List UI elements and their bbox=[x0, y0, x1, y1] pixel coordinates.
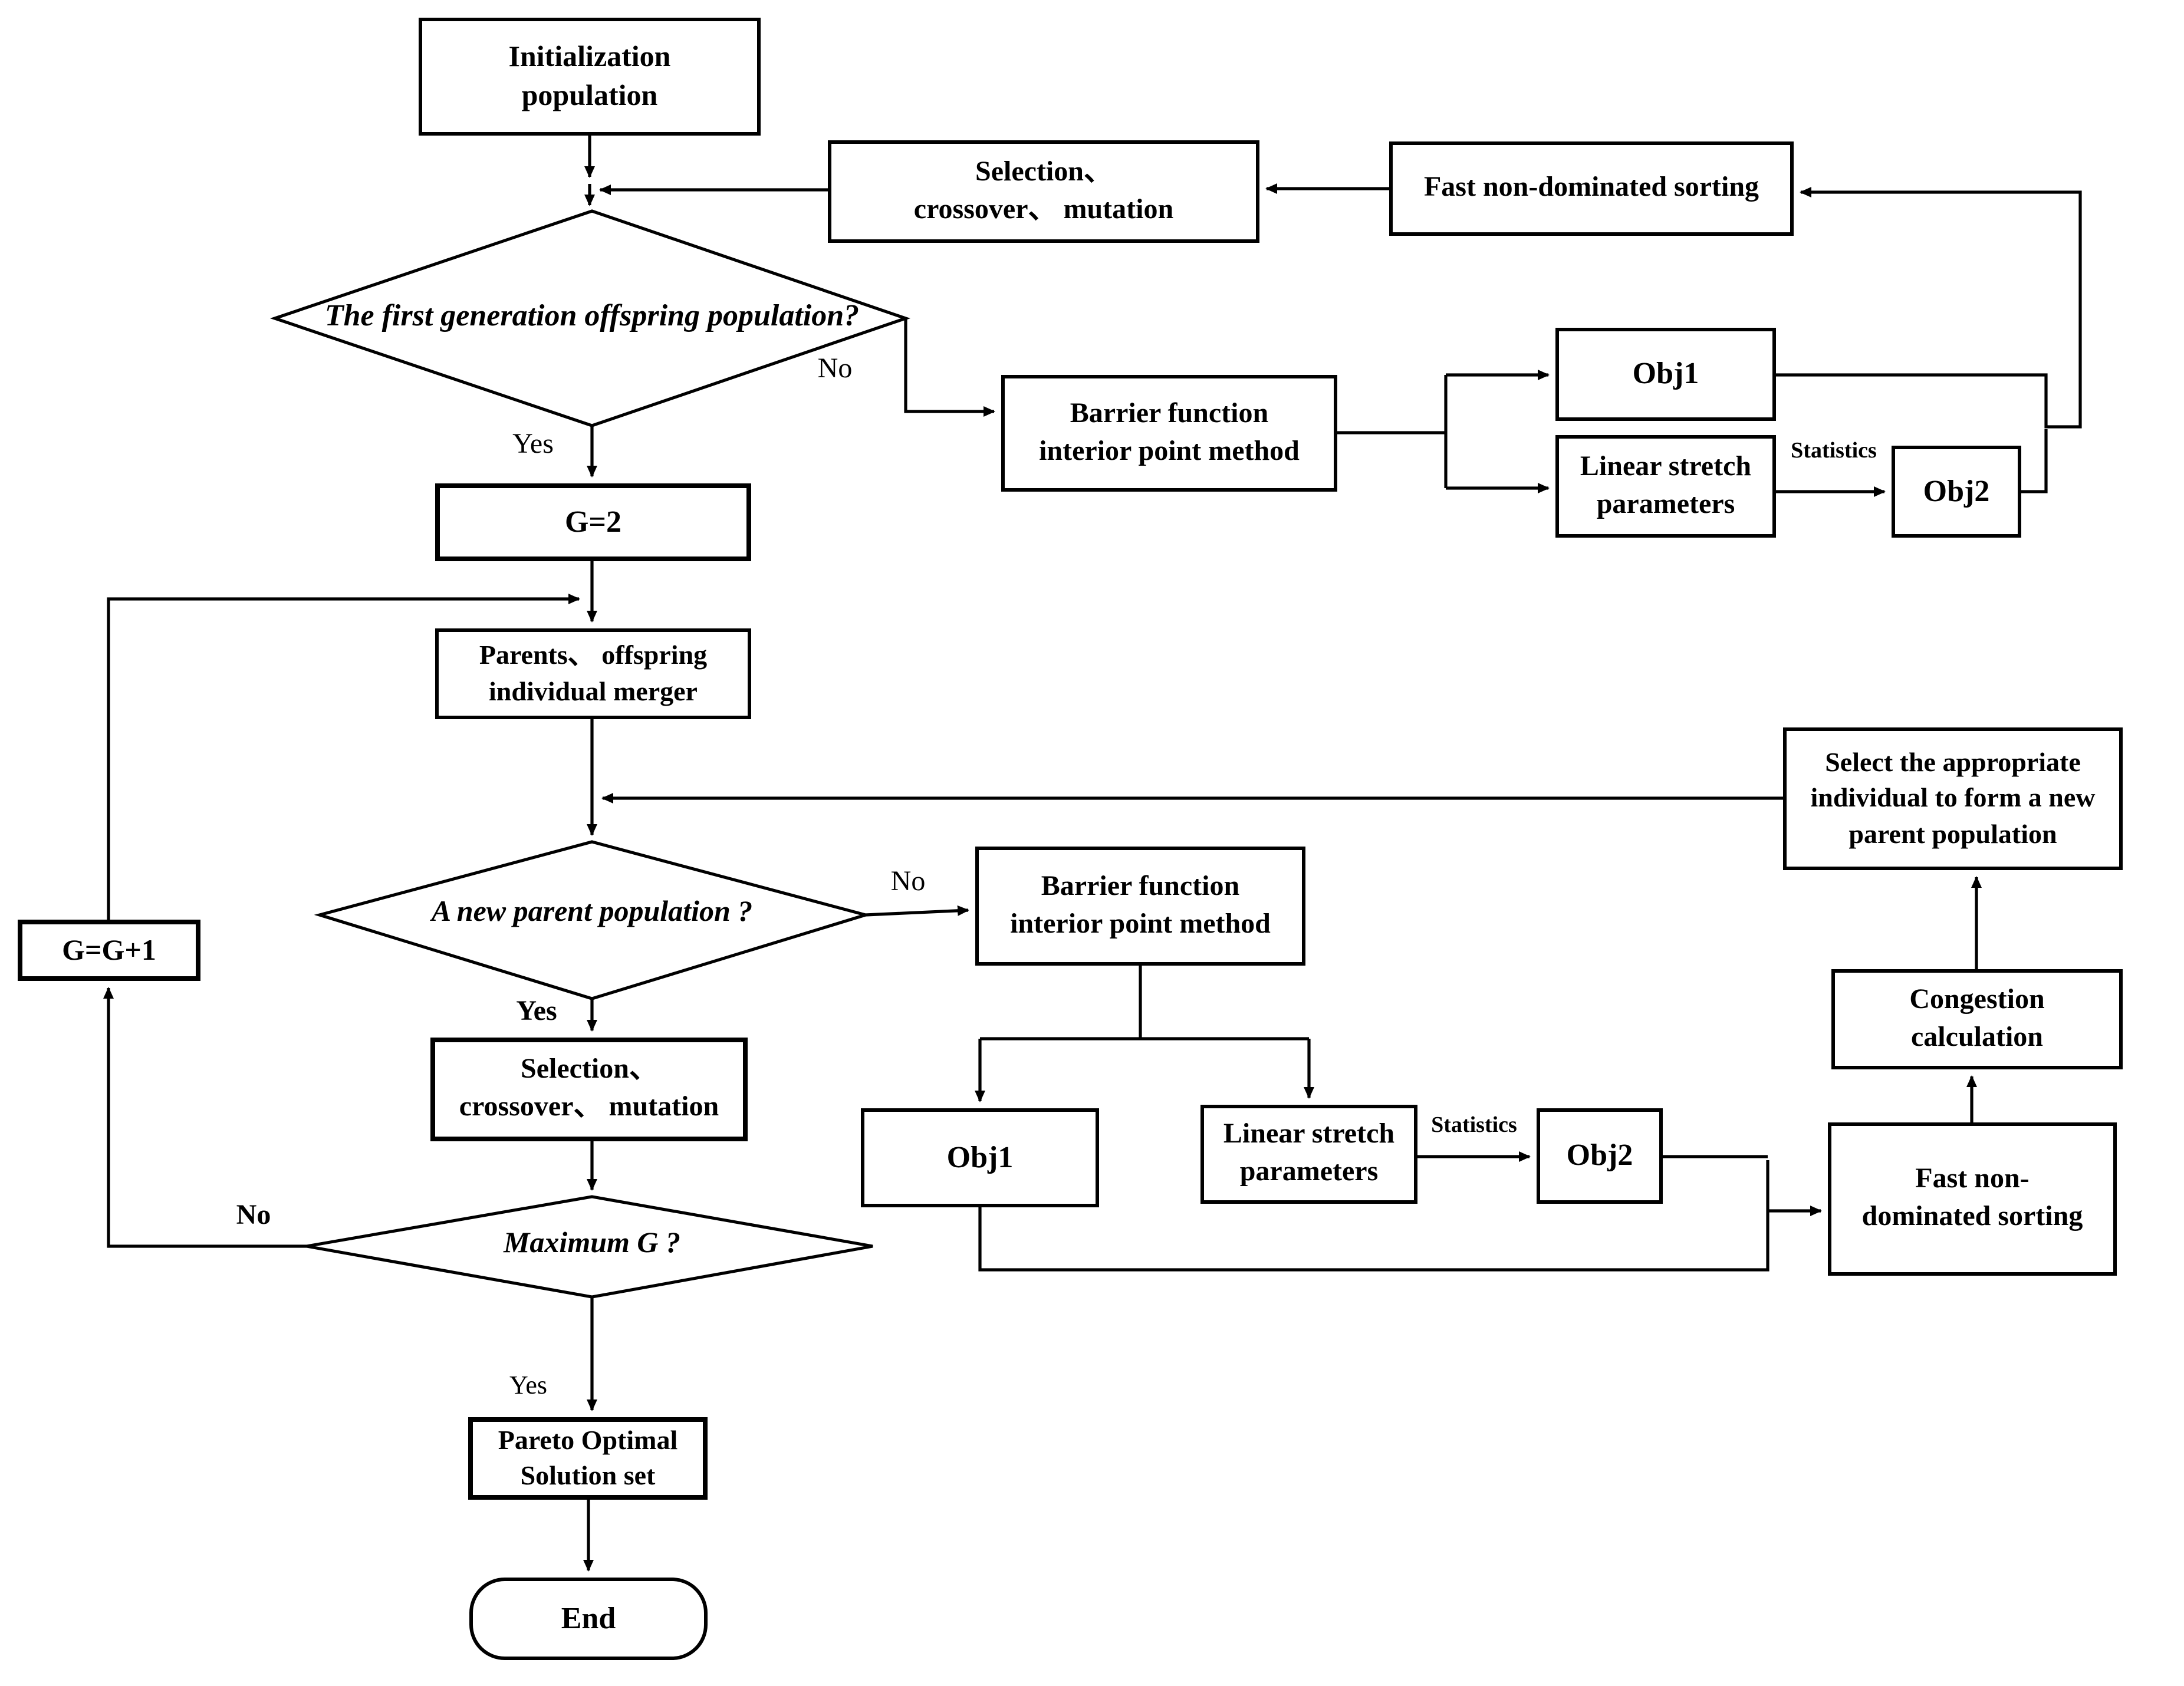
node-parents-offspring-merger: Parents、 offspring individual merger bbox=[435, 628, 751, 719]
decision-new-parent-label: A new parent population ? bbox=[431, 896, 753, 928]
decision-maximum-g-label: Maximum G ? bbox=[503, 1227, 681, 1259]
edge-label-yes-1: Yes bbox=[512, 429, 554, 460]
edge-label-yes-2: Yes bbox=[516, 996, 557, 1027]
node-g-equals-g-plus-1: G=G+1 bbox=[18, 920, 200, 981]
node-initialization-population: Initialization population bbox=[419, 18, 761, 136]
node-obj1-bottom: Obj1 bbox=[861, 1108, 1099, 1207]
node-congestion-calculation: Congestion calculation bbox=[1831, 969, 2123, 1069]
edge-label-statistics-2: Statistics bbox=[1431, 1113, 1517, 1138]
node-barrier-function-1: Barrier function interior point method bbox=[1001, 375, 1337, 492]
edge-d1-no-to-barrier1 bbox=[904, 318, 995, 417]
node-selection-crossover-mutation-top: Selection、 crossover、 mutation bbox=[828, 140, 1259, 243]
node-end-terminator: End bbox=[469, 1578, 708, 1660]
edge-label-yes-3: Yes bbox=[509, 1370, 547, 1399]
node-select-appropriate-individual: Select the appropriate individual to for… bbox=[1783, 727, 2123, 870]
node-fast-non-dominated-sorting-bottom: Fast non- dominated sorting bbox=[1828, 1122, 2117, 1276]
node-linear-stretch-parameters-bottom: Linear stretch parameters bbox=[1200, 1105, 1417, 1204]
edge-obj1b-bottom-loop bbox=[978, 1160, 1769, 1272]
node-obj2-bottom: Obj2 bbox=[1537, 1108, 1663, 1204]
node-selection-crossover-mutation-bottom: Selection、 crossover、 mutation bbox=[430, 1038, 748, 1141]
decision-first-generation-label: The first generation offspring populatio… bbox=[324, 298, 860, 332]
edge-label-no-3: No bbox=[236, 1200, 271, 1231]
edge-obj1a-loop-to-fast1 bbox=[1776, 187, 2082, 429]
node-linear-stretch-parameters-top: Linear stretch parameters bbox=[1555, 435, 1776, 538]
node-pareto-optimal-solution-set: Pareto Optimal Solution set bbox=[468, 1417, 708, 1500]
node-obj2-top: Obj2 bbox=[1892, 446, 2021, 538]
edge-obj2a-join bbox=[2021, 429, 2048, 493]
node-barrier-function-2: Barrier function interior point method bbox=[975, 847, 1305, 966]
node-obj1-top: Obj1 bbox=[1555, 328, 1776, 421]
edge-d2-no-to-barrier2 bbox=[865, 905, 969, 917]
edge-label-no-1: No bbox=[817, 354, 853, 384]
edge-label-no-2: No bbox=[890, 867, 926, 897]
edge-d3-no-to-gplus bbox=[103, 987, 307, 1248]
edge-gplus-loop-to-spine bbox=[107, 594, 580, 920]
node-g-equals-2: G=2 bbox=[435, 483, 751, 561]
edge-label-statistics-1: Statistics bbox=[1791, 439, 1877, 463]
node-fast-non-dominated-sorting-top: Fast non-dominated sorting bbox=[1389, 141, 1794, 236]
